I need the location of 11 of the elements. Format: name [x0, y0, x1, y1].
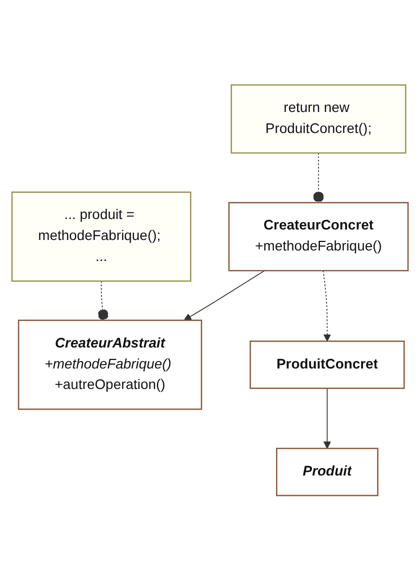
arrow	[322, 270, 332, 342]
node-box: CreateurConcret +methodeFabrique()	[228, 202, 409, 272]
node-box: CreateurAbstrait +methodeFabrique() +autreOperation()	[18, 320, 202, 410]
connector	[313, 152, 324, 204]
arrow	[323, 388, 332, 450]
connector	[98, 280, 108, 321]
node-box: ... produit = methodeFabrique(); ...	[11, 192, 192, 282]
node-box: return new ProduitConcret();	[230, 84, 406, 154]
node-box: Produit	[276, 448, 378, 496]
node-box: ProduitConcret	[250, 340, 405, 390]
arrow	[184, 270, 266, 321]
